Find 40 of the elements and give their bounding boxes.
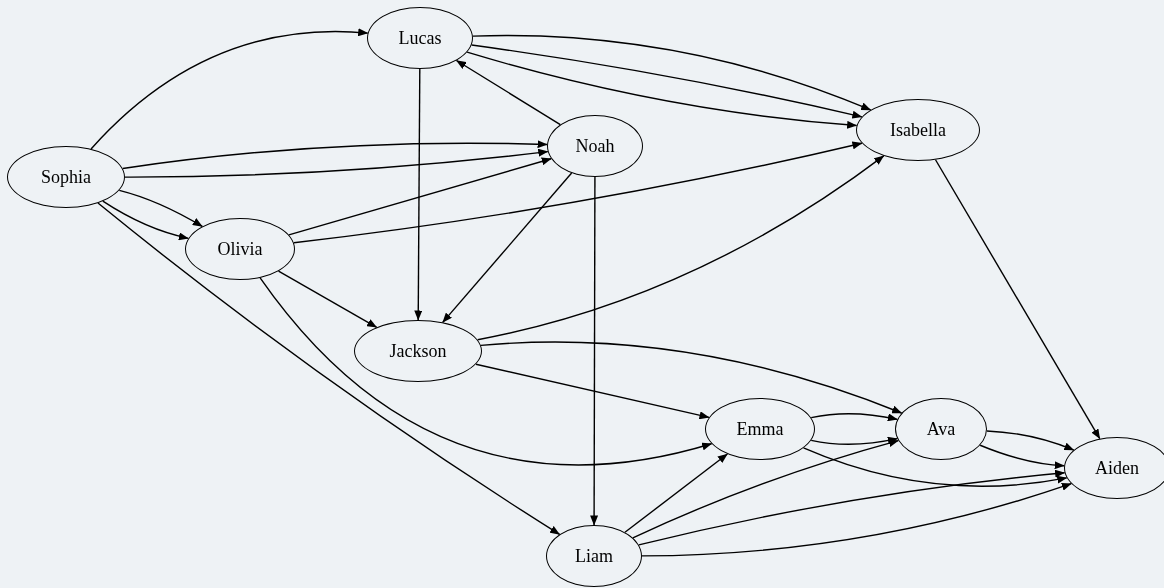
arrow — [124, 148, 549, 178]
node-label: Jackson — [389, 340, 447, 362]
arrow — [414, 68, 423, 321]
node-label: Aiden — [1095, 457, 1139, 479]
arrow — [455, 59, 561, 126]
arrow — [475, 363, 710, 420]
arrow — [638, 469, 1066, 546]
arrow — [90, 28, 369, 150]
arrow — [810, 413, 898, 422]
arrow — [118, 189, 203, 228]
arrow — [979, 444, 1065, 470]
arrow — [259, 277, 713, 466]
arrow — [288, 157, 552, 236]
arrow — [632, 439, 900, 539]
arrow — [624, 453, 729, 533]
arrow — [590, 176, 599, 526]
node-label: Isabella — [890, 119, 946, 141]
arrow — [934, 159, 1101, 440]
arrow — [810, 436, 898, 445]
node-label: Lucas — [398, 27, 442, 49]
node-label: Olivia — [217, 238, 263, 260]
arrow — [802, 447, 1068, 487]
node-label: Ava — [926, 418, 956, 440]
arrow — [466, 51, 858, 129]
arrow — [97, 202, 561, 536]
node-label: Emma — [736, 418, 784, 440]
arrow — [986, 430, 1075, 451]
arrow — [480, 341, 903, 414]
arrow — [470, 44, 863, 119]
arrow — [476, 155, 885, 341]
arrow — [472, 34, 872, 111]
arrow — [641, 482, 1072, 557]
arrow — [102, 200, 190, 241]
arrow — [277, 270, 378, 328]
arrow — [293, 141, 863, 244]
node-label: Noah — [575, 135, 615, 157]
node-label: Liam — [575, 545, 613, 567]
arrow — [442, 172, 573, 324]
node-label: Sophia — [41, 166, 91, 188]
arrow — [122, 140, 548, 170]
